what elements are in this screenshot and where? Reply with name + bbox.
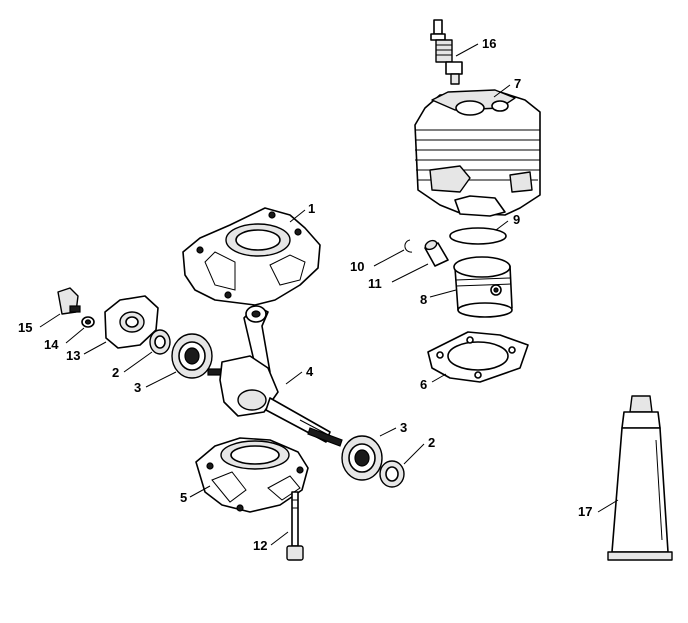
cylinder-part[interactable] xyxy=(414,89,541,217)
callout-10: 10 xyxy=(350,259,364,274)
ball-bearing-left-part[interactable] xyxy=(171,333,213,379)
callout-2-left: 2 xyxy=(112,365,119,380)
callout-8: 8 xyxy=(420,292,427,307)
leader-lines xyxy=(39,43,619,546)
callout-6: 6 xyxy=(420,377,427,392)
callout-16: 16 xyxy=(482,36,496,51)
cylinder-gasket-part[interactable] xyxy=(427,331,529,383)
clip-part[interactable] xyxy=(57,287,81,315)
spark-plug-part[interactable] xyxy=(430,19,463,85)
callout-7: 7 xyxy=(514,76,521,91)
circlip-part[interactable] xyxy=(404,239,413,253)
ball-bearing-right-part[interactable] xyxy=(341,435,383,481)
piston-pin-part[interactable] xyxy=(424,239,449,267)
callout-13: 13 xyxy=(66,348,80,363)
callout-4: 4 xyxy=(306,364,314,379)
callout-14: 14 xyxy=(44,337,59,352)
callout-2-right: 2 xyxy=(428,435,435,450)
callout-12: 12 xyxy=(253,538,267,553)
callout-17: 17 xyxy=(578,504,592,519)
crankshaft-part[interactable] xyxy=(207,305,343,447)
callout-1: 1 xyxy=(308,201,315,216)
callout-5: 5 xyxy=(180,490,187,505)
callout-3-left: 3 xyxy=(134,380,141,395)
sleeve-part[interactable] xyxy=(81,316,95,328)
callout-11: 11 xyxy=(368,276,382,291)
piston-part[interactable] xyxy=(453,256,513,318)
piston-ring-part[interactable] xyxy=(449,227,507,245)
bearing-housing-part[interactable] xyxy=(104,295,159,349)
crankcase-lower-part[interactable] xyxy=(195,437,309,513)
crankcase-upper-part[interactable] xyxy=(182,207,321,306)
grease-tube-part[interactable] xyxy=(607,395,673,561)
callout-3-right: 3 xyxy=(400,420,407,435)
oil-seal-right-part[interactable] xyxy=(379,460,405,488)
screw-part[interactable] xyxy=(286,491,304,561)
callout-15: 15 xyxy=(18,320,32,335)
oil-seal-left-part[interactable] xyxy=(149,329,171,355)
callout-9: 9 xyxy=(513,212,520,227)
